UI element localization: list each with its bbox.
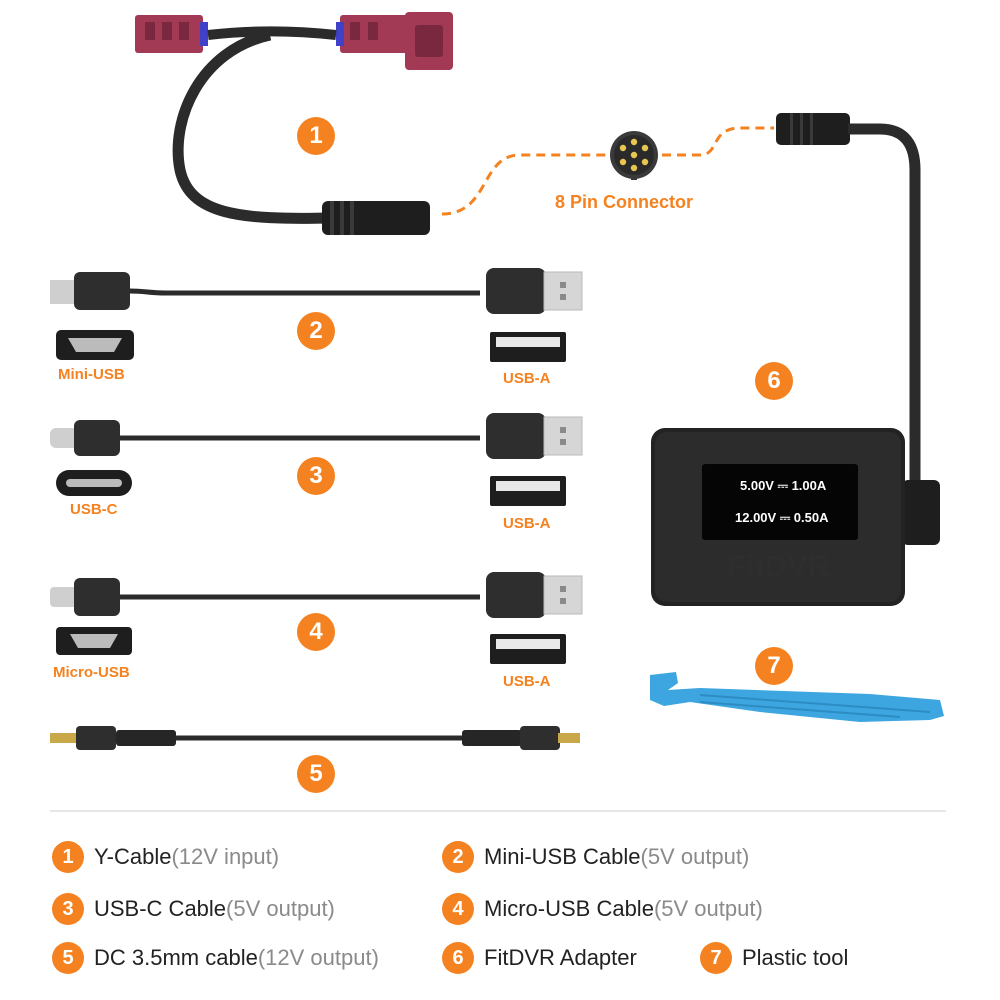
legend-item-6: 6 FitDVR Adapter xyxy=(442,941,637,975)
pin-connector-icon xyxy=(610,131,658,180)
micro-usb-cable xyxy=(50,572,583,664)
legend-name: Plastic tool xyxy=(742,945,849,970)
badge-4: 4 xyxy=(297,613,335,651)
legend-num: 5 xyxy=(52,942,84,974)
dashed-link-left xyxy=(441,153,606,216)
legend-num: 7 xyxy=(700,942,732,974)
dc-cable xyxy=(50,726,580,750)
badge-2: 2 xyxy=(297,312,335,350)
plastic-tool xyxy=(650,672,944,722)
legend-num: 6 xyxy=(442,942,474,974)
legend-name: DC 3.5mm cable xyxy=(94,945,258,970)
port-label-usb-a-4: USB-A xyxy=(503,673,551,690)
dashed-link-right xyxy=(662,126,774,157)
legend-num: 2 xyxy=(442,841,474,873)
y-cable xyxy=(135,12,453,235)
legend-name: FitDVR Adapter xyxy=(484,945,637,970)
port-label-mini-usb: Mini-USB xyxy=(58,366,125,383)
legend-item-2: 2 Mini-USB Cable (5V output) xyxy=(442,840,749,874)
legend-num: 4 xyxy=(442,893,474,925)
legend-note: (12V output) xyxy=(257,945,379,970)
legend-name: Y-Cable xyxy=(94,844,172,869)
legend-item-4: 4 Micro-USB Cable (5V output) xyxy=(442,892,763,926)
badge-1: 1 xyxy=(297,117,335,155)
legend-item-7: 7 Plastic tool xyxy=(700,941,848,975)
legend-note: (5V output) xyxy=(640,844,750,869)
legend-num: 3 xyxy=(52,893,84,925)
port-label-usb-a-2: USB-A xyxy=(503,370,551,387)
legend-item-5: 5 DC 3.5mm cable (12V output) xyxy=(52,941,379,975)
badge-5: 5 xyxy=(297,755,335,793)
adapter-screen-line-2: 12.00V ⎓ 0.50A xyxy=(735,510,829,525)
legend-item-1: 1 Y-Cable (12V input) xyxy=(52,840,279,874)
y-cable-socket xyxy=(322,201,430,235)
badge-7: 7 xyxy=(755,647,793,685)
port-label-usb-a-3: USB-A xyxy=(503,515,551,532)
port-label-usb-c: USB-C xyxy=(70,501,118,518)
legend-num: 1 xyxy=(52,841,84,873)
legend-note: (12V input) xyxy=(171,844,280,869)
adapter-cable xyxy=(776,113,940,545)
badge-6: 6 xyxy=(755,362,793,400)
divider xyxy=(50,810,946,812)
legend-name: USB-C Cable xyxy=(94,896,227,921)
port-label-micro-usb: Micro-USB xyxy=(53,664,130,681)
adapter-screen xyxy=(702,464,858,540)
legend-name: Mini-USB Cable xyxy=(484,844,641,869)
badge-3: 3 xyxy=(297,457,335,495)
legend-note: (5V output) xyxy=(226,896,335,921)
usb-c-cable xyxy=(50,413,583,506)
mini-usb-cable xyxy=(50,268,583,362)
legend-name: Micro-USB Cable xyxy=(484,896,654,921)
legend-item-3: 3 USB-C Cable (5V output) xyxy=(52,892,335,926)
legend-note: (5V output) xyxy=(653,896,763,921)
pin-connector-label: 8 Pin Connector xyxy=(555,192,694,212)
fitdvr-adapter xyxy=(651,428,905,606)
adapter-brand: FitDVR xyxy=(727,550,830,583)
adapter-screen-line-1: 5.00V ⎓ 1.00A xyxy=(740,478,827,493)
